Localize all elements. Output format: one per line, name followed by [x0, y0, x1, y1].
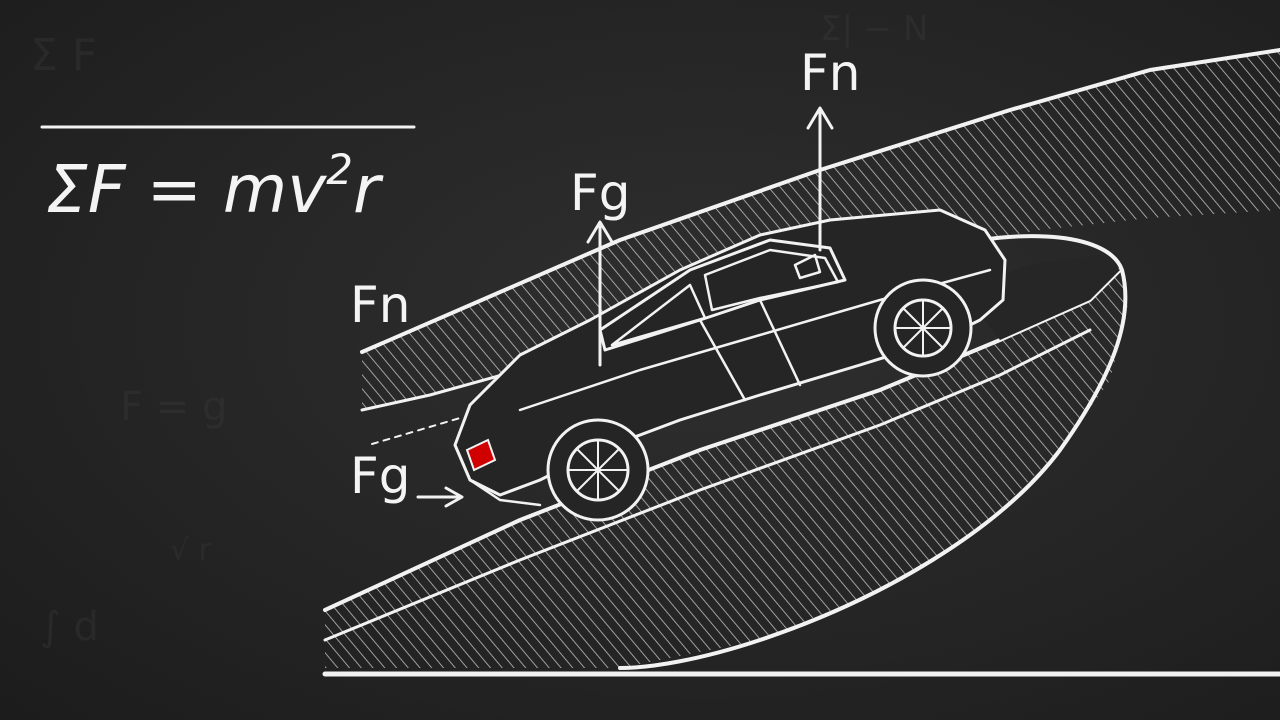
svg-text:√ r: √ r	[170, 533, 212, 568]
dashed-line	[371, 417, 461, 445]
label-fn-left: Fn	[350, 276, 410, 334]
car-roof	[598, 238, 847, 352]
car-door-line	[698, 298, 802, 402]
car-wheel-front	[873, 278, 973, 378]
svg-text:F = g: F = g	[120, 384, 227, 430]
car-rear-bumper	[468, 478, 542, 507]
label-fn-top: Fn	[800, 44, 860, 102]
gravity-force-arrow-bottom	[416, 486, 464, 508]
car	[453, 208, 1007, 522]
car-tail-light	[465, 438, 497, 472]
formula-rhs: r	[353, 151, 384, 228]
road-bank	[325, 270, 1128, 668]
formula-exponent: 2	[326, 145, 353, 194]
svg-text:∫ d: ∫ d	[40, 604, 99, 650]
car-wheel-rear	[546, 418, 650, 522]
car-window-rear	[703, 248, 840, 312]
formula-lhs: ΣF = mv	[46, 151, 327, 228]
gravity-force-arrow	[586, 220, 614, 367]
upper-wall-top-edge	[360, 48, 1280, 354]
svg-text:Σ| − N: Σ| − N	[820, 9, 928, 49]
background-scribbles: Σ F F = g Σ| − N ∫ d √ r	[30, 9, 928, 650]
car-mirror	[793, 253, 822, 280]
formula: ΣF = mv2r	[40, 125, 416, 228]
svg-text:Σ F: Σ F	[30, 30, 97, 81]
svg-text:ΣF = mv2r: ΣF = mv2r	[46, 145, 384, 228]
label-fg-bottom: Fg	[350, 447, 411, 505]
car-window-front	[610, 283, 707, 347]
normal-force-arrow	[806, 106, 834, 252]
road-inner-edge	[323, 328, 1092, 642]
label-fg-mid: Fg	[570, 164, 631, 222]
road-curve-edge	[618, 234, 1128, 670]
